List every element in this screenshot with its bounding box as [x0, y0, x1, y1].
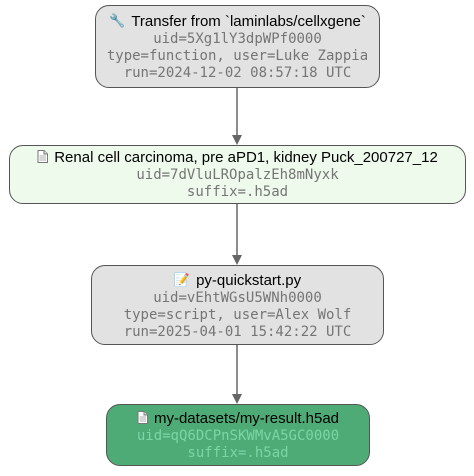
- node-type-user: type=script, user=Alex Wolf: [123, 306, 352, 323]
- node-title: my-datasets/my-result.h5ad: [153, 409, 340, 427]
- node-uid: uid=5Xg1lY3dpWPf0000: [153, 31, 322, 47]
- document-icon: [137, 410, 148, 424]
- memo-icon: 📝: [173, 271, 191, 287]
- node-uid: uid=vEhtWGsU5WNh0000: [153, 289, 322, 306]
- transform-node-quickstart[interactable]: 📝 py-quickstart.py uid=vEhtWGsU5WNh0000 t…: [91, 265, 384, 345]
- transform-node-transfer[interactable]: 🔧 Transfer from `laminlabs/cellxgene` uid…: [95, 5, 380, 88]
- node-type-user: type=function, user=Luke Zappia: [106, 48, 369, 64]
- node-suffix: suffix=.h5ad: [186, 184, 289, 200]
- document-icon: [37, 150, 49, 163]
- result-node[interactable]: my-datasets/my-result.h5ad uid=qQ6DCPnSK…: [106, 404, 370, 466]
- node-run: run=2025-04-01 15:42:22 UTC: [123, 323, 352, 340]
- node-suffix: suffix=.h5ad: [187, 444, 289, 461]
- node-title: py-quickstart.py: [196, 271, 302, 289]
- artifact-node-renal[interactable]: Renal cell carcinoma, pre aPD1, kidney P…: [9, 145, 466, 204]
- node-uid: uid=7dVluLROpalzEh8mNyxk: [136, 167, 339, 183]
- node-title: Transfer from `laminlabs/cellxgene`: [131, 13, 366, 30]
- node-run: run=2024-12-02 08:57:18 UTC: [123, 65, 352, 81]
- node-title: Renal cell carcinoma, pre aPD1, kidney P…: [54, 149, 438, 166]
- wrench-icon: 🔧: [109, 13, 126, 28]
- node-uid: uid=qQ6DCPnSKWMvA5GC0000: [136, 427, 340, 444]
